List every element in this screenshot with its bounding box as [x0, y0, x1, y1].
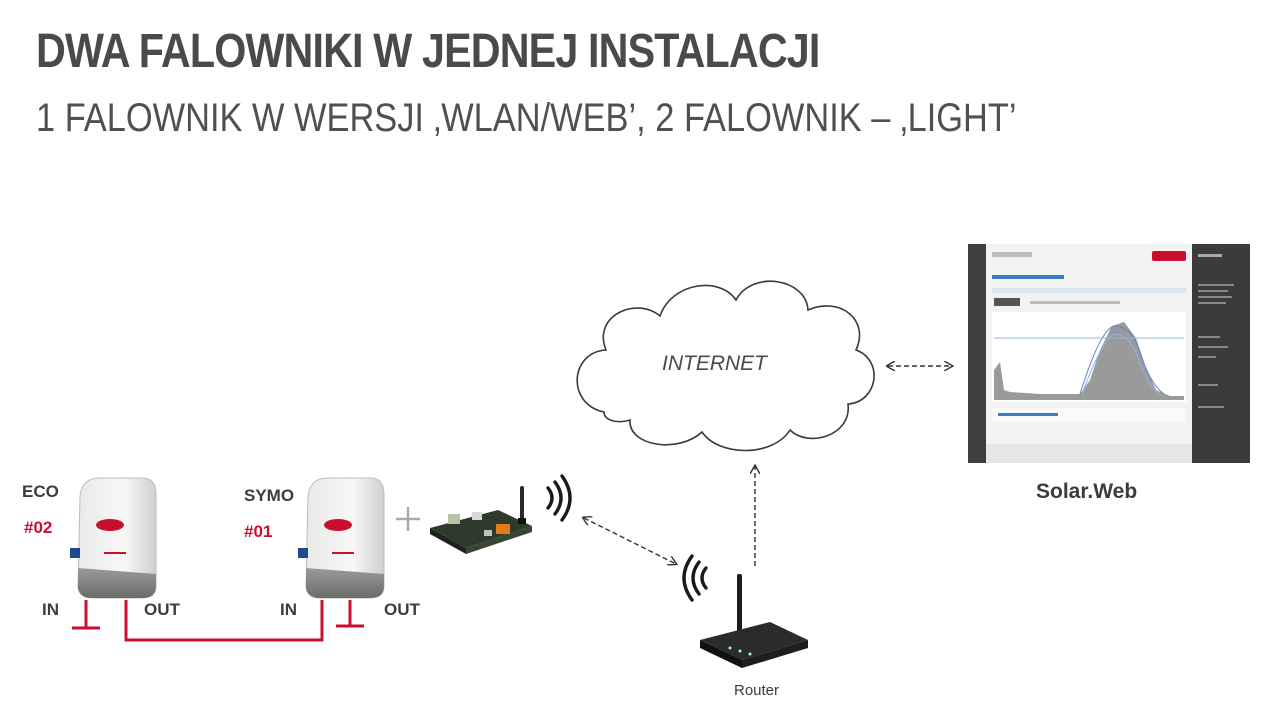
wiring [72, 600, 364, 642]
solarweb-screenshot-icon [968, 244, 1250, 463]
page-subtitle: 1 FALOWNIK W WERSJI ‚WLAN/WEB’, 2 FALOWN… [36, 96, 1017, 140]
inverter-eco-in-label: IN [42, 600, 59, 619]
router-wifi-signal-icon [682, 554, 708, 602]
inverter-symo-number: #01 [244, 522, 273, 541]
internet-label: INTERNET [662, 352, 767, 375]
solarweb-label: Solar.Web [1036, 480, 1138, 503]
internet-cloud-icon [576, 280, 875, 452]
inverter-eco-icon [70, 477, 157, 599]
inverter-symo-icon [298, 477, 385, 599]
connection-arrows [584, 366, 952, 566]
inverter-eco-out-label: OUT [144, 600, 180, 619]
wifi-signal-icon [546, 474, 572, 522]
inverter-symo-name: SYMO [244, 486, 295, 505]
inverter-symo-in-label: IN [280, 600, 297, 619]
inverter-eco-number: #02 [24, 518, 53, 537]
inverter-symo-out-label: OUT [384, 600, 420, 619]
router-label: Router [734, 682, 780, 699]
inverter-eco-name: ECO [22, 482, 59, 501]
page-title: DWA FALOWNIKI W JEDNEJ INSTALACJI [36, 25, 820, 78]
router-icon [700, 574, 808, 668]
plus-icon [396, 507, 420, 531]
wlan-card-icon [430, 486, 532, 554]
